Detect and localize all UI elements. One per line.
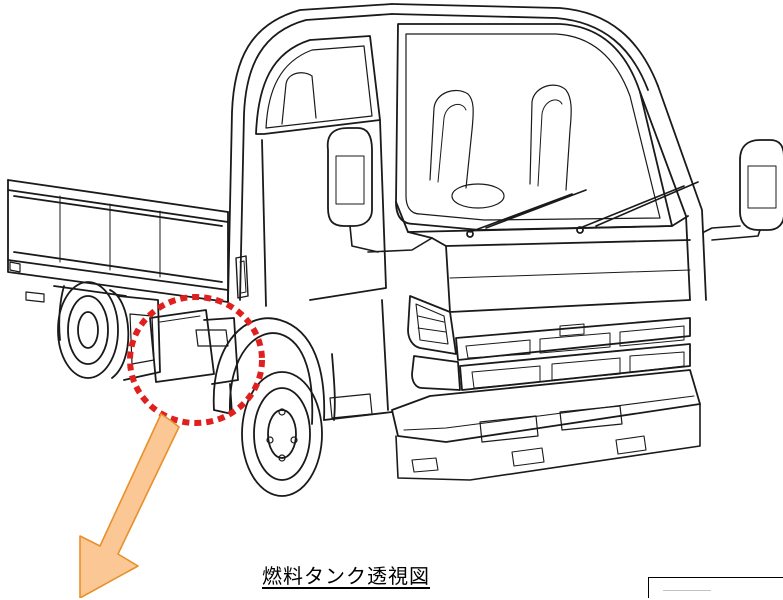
- arrow-down-left-icon: [79, 413, 180, 598]
- windshield: [395, 23, 699, 238]
- cab-front: [391, 85, 783, 481]
- truck-line-drawing: [7, 3, 783, 497]
- dashed-circle-icon: [127, 294, 265, 426]
- figure-caption: 燃料タンク透視図: [262, 564, 430, 588]
- cut-off-content: [663, 590, 711, 600]
- fuel-tank: [149, 309, 239, 385]
- cab: [227, 3, 659, 307]
- cargo-bed: [7, 179, 229, 303]
- rear-wheel: [53, 281, 161, 381]
- info-box-frame: [648, 577, 783, 598]
- front-wheel: [212, 299, 393, 497]
